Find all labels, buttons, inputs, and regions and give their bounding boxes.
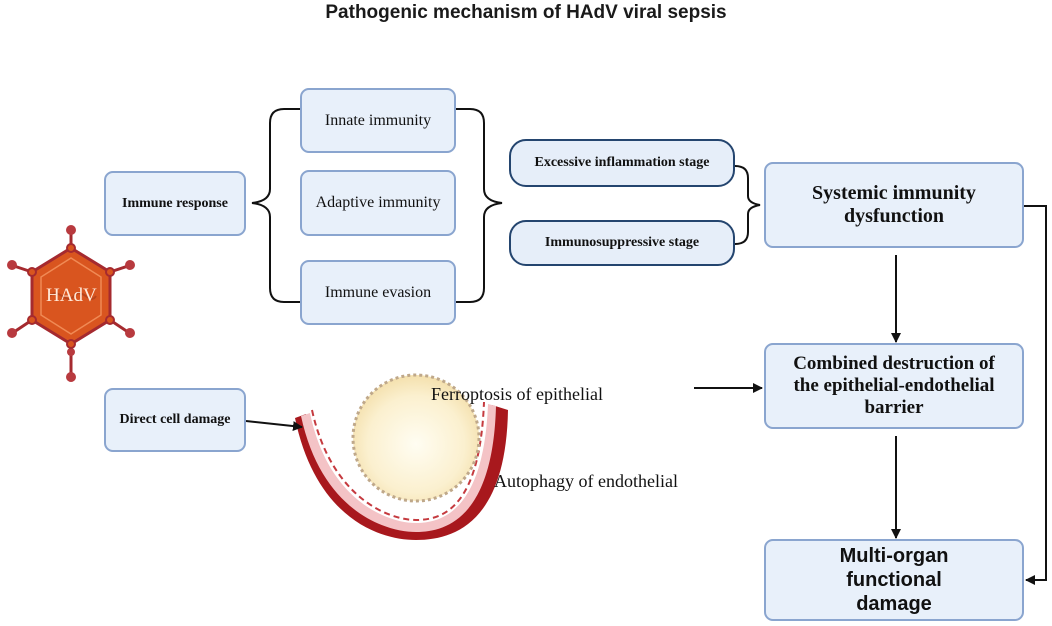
arrow-systemic-to-multiorgan <box>1024 205 1047 585</box>
adaptive-immunity-box: Adaptive immunity <box>300 170 456 236</box>
immune-evasion-box: Immune evasion <box>300 260 456 325</box>
arrow-direct-to-vessel <box>245 420 303 432</box>
virus-spike-tips <box>7 225 135 382</box>
stage-brace <box>734 165 761 245</box>
diagram-title: Pathogenic mechanism of HAdV viral sepsi… <box>325 2 727 23</box>
systemic-immunity-box: Systemic immunity dysfunction <box>764 162 1024 248</box>
immunosuppressive-box: Immunosuppressive stage <box>509 220 735 266</box>
vessel-lumen <box>301 404 496 532</box>
blood-vessel-illustration <box>295 373 508 540</box>
multi-organ-box: Multi-organ functional damage <box>764 539 1024 621</box>
autophagy-label: Autophagy of endothelial <box>494 471 678 491</box>
immune-response-box: Immune response <box>104 171 246 236</box>
cell-membrane <box>351 373 481 503</box>
virus-label: HAdV <box>46 285 97 306</box>
excessive-inflammation-box: Excessive inflammation stage <box>509 139 735 187</box>
epithelial-cell <box>353 375 479 501</box>
virus-vertex-knobs <box>27 243 115 349</box>
innate-immunity-box: Innate immunity <box>300 88 456 153</box>
virus-inner-shell <box>40 257 102 335</box>
vessel-endothelium <box>311 401 485 522</box>
ferroptosis-label: Ferroptosis of epithelial <box>431 384 603 404</box>
right-brace <box>456 108 503 303</box>
direct-cell-damage-box: Direct cell damage <box>104 388 246 452</box>
hadv-virus-icon <box>7 225 135 382</box>
barrier-destruction-box: Combined destruction of the epithelial-e… <box>764 343 1024 429</box>
vessel-wall <box>295 405 508 540</box>
left-brace <box>251 108 302 303</box>
virus-dna-icon <box>49 292 97 300</box>
